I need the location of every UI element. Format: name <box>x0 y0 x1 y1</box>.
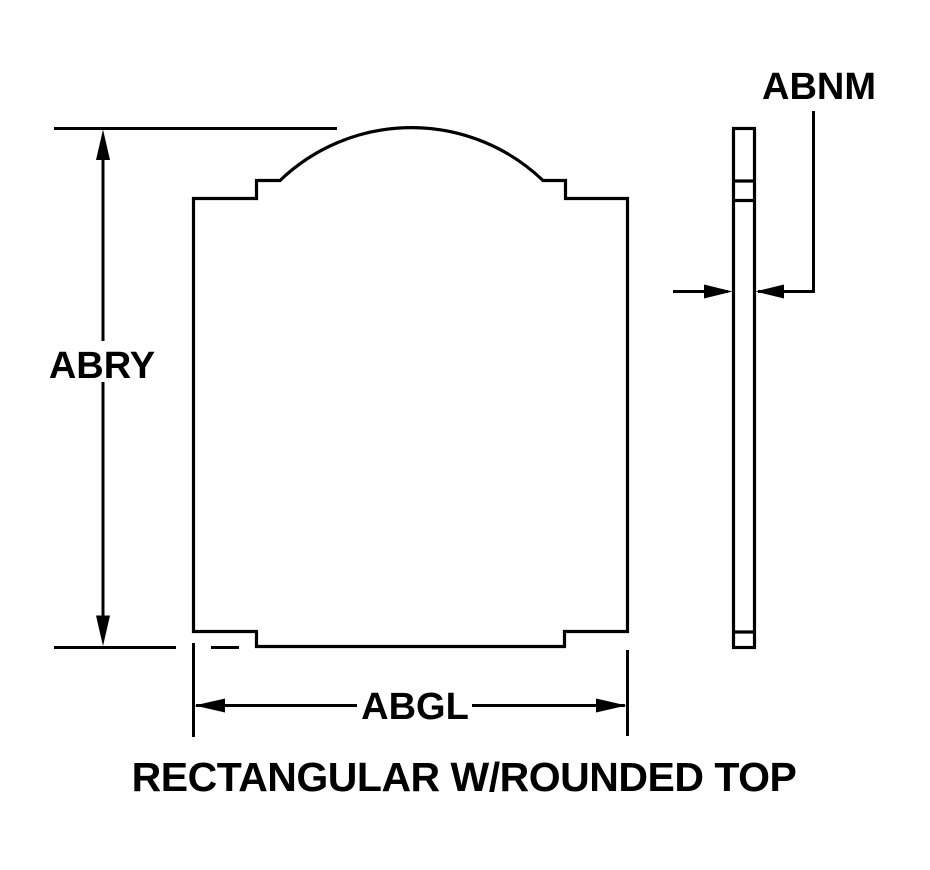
width-dimension: ABGL <box>192 643 629 737</box>
height-arrow-down-icon <box>96 615 110 646</box>
front-view <box>191 126 630 649</box>
thickness-dimension: ABNM <box>673 66 876 299</box>
thickness-dimension-label: ABNM <box>762 66 876 108</box>
thickness-arrow-left-icon <box>755 284 784 299</box>
side-view-outline <box>731 126 757 650</box>
thickness-arrow-right-icon <box>704 284 733 299</box>
side-view <box>731 126 757 650</box>
height-dimension-label: ABRY <box>49 345 155 387</box>
drawing-title: RECTANGULAR W/ROUNDED TOP <box>132 754 797 800</box>
width-dimension-label: ABGL <box>361 686 469 728</box>
height-dimension: ABRY <box>49 127 337 649</box>
height-arrow-up-icon <box>96 129 110 160</box>
width-arrow-left-icon <box>194 698 225 713</box>
thickness-leader-line <box>758 111 815 293</box>
front-view-outline <box>191 126 630 649</box>
width-arrow-right-icon <box>596 698 627 713</box>
